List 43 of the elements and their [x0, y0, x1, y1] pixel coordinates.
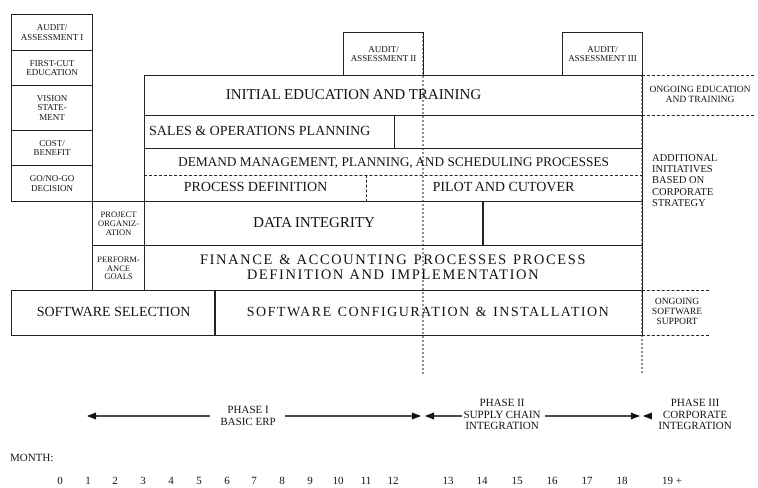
activity-label: DATA INTEGRITY — [253, 216, 375, 232]
activity-label: COST/ BENEFIT — [32, 138, 72, 158]
tick-label: 17 — [580, 476, 594, 488]
activity-label: SALES & OPERATIONS PLANNING — [149, 124, 370, 140]
activity-label: VISION STATE- MENT — [36, 94, 68, 122]
tick-label: 8 — [278, 476, 286, 488]
tick-label: 19 + — [661, 476, 683, 488]
tick-label: 15 — [510, 476, 524, 488]
tick-label: 2 — [111, 476, 119, 488]
activity-label: AUDIT/ ASSESSMENT III — [567, 44, 638, 64]
tick-label: 16 — [546, 476, 558, 488]
note-text: ADDITIONAL INITIATIVES BASED ON CORPORATE STRATEGY — [652, 153, 718, 209]
tick-label: 4 — [167, 476, 175, 488]
tick-label: 10 — [332, 476, 344, 488]
tick-label: 18 — [616, 476, 628, 488]
activity-label: FIRST-CUT EDUCATION — [25, 58, 79, 78]
activity-label: PILOT AND CUTOVER — [432, 180, 574, 196]
activity-label: AUDIT/ ASSESSMENT II — [350, 44, 418, 64]
activity-label: PERFORM- ANCE GOALS — [96, 254, 141, 282]
tick-label: 13 — [442, 476, 454, 488]
tick-label: 3 — [139, 476, 147, 488]
tick-label: 9 — [306, 476, 314, 488]
activity-label: ONGOING SOFTWARE SUPPORT — [650, 298, 704, 328]
activity-label: SOFTWARE SELECTION — [36, 306, 190, 320]
activity-label: SOFTWARE CONFIGURATION & INSTALLATION — [246, 306, 610, 320]
tick-label: 6 — [223, 476, 231, 488]
tick-label: 0 — [56, 476, 64, 488]
tick-label: 14 — [476, 476, 488, 488]
activity-label: INITIAL EDUCATION AND TRAINING — [226, 88, 482, 104]
activity-label: FINANCE & ACCOUNTING PROCESSES PROCESS DEFINITION AND IMPLEMENTATION — [198, 252, 588, 284]
empty-cell — [482, 201, 643, 246]
activity-label: AUDIT/ ASSESSMENT I — [20, 23, 84, 42]
axis-title: MONTH: — [10, 453, 54, 465]
activity-label: ONGOING EDUCATION AND TRAINING — [648, 86, 752, 106]
tick-label: 5 — [195, 476, 203, 488]
activity-label: PROCESS DEFINITION — [184, 180, 328, 196]
tick-label: 11 — [360, 476, 372, 488]
activity-label: GO/NO-GO DECISION — [28, 174, 76, 193]
activity-label: PROJECT ORGANIZ- ATION — [96, 210, 140, 237]
activity-label: DEMAND MANAGEMENT, PLANNING, AND SCHEDULING PROCESSES — [178, 155, 609, 169]
tick-label: 1 — [84, 476, 92, 488]
tick-label: 7 — [250, 476, 258, 488]
tick-label: 12 — [386, 476, 400, 488]
